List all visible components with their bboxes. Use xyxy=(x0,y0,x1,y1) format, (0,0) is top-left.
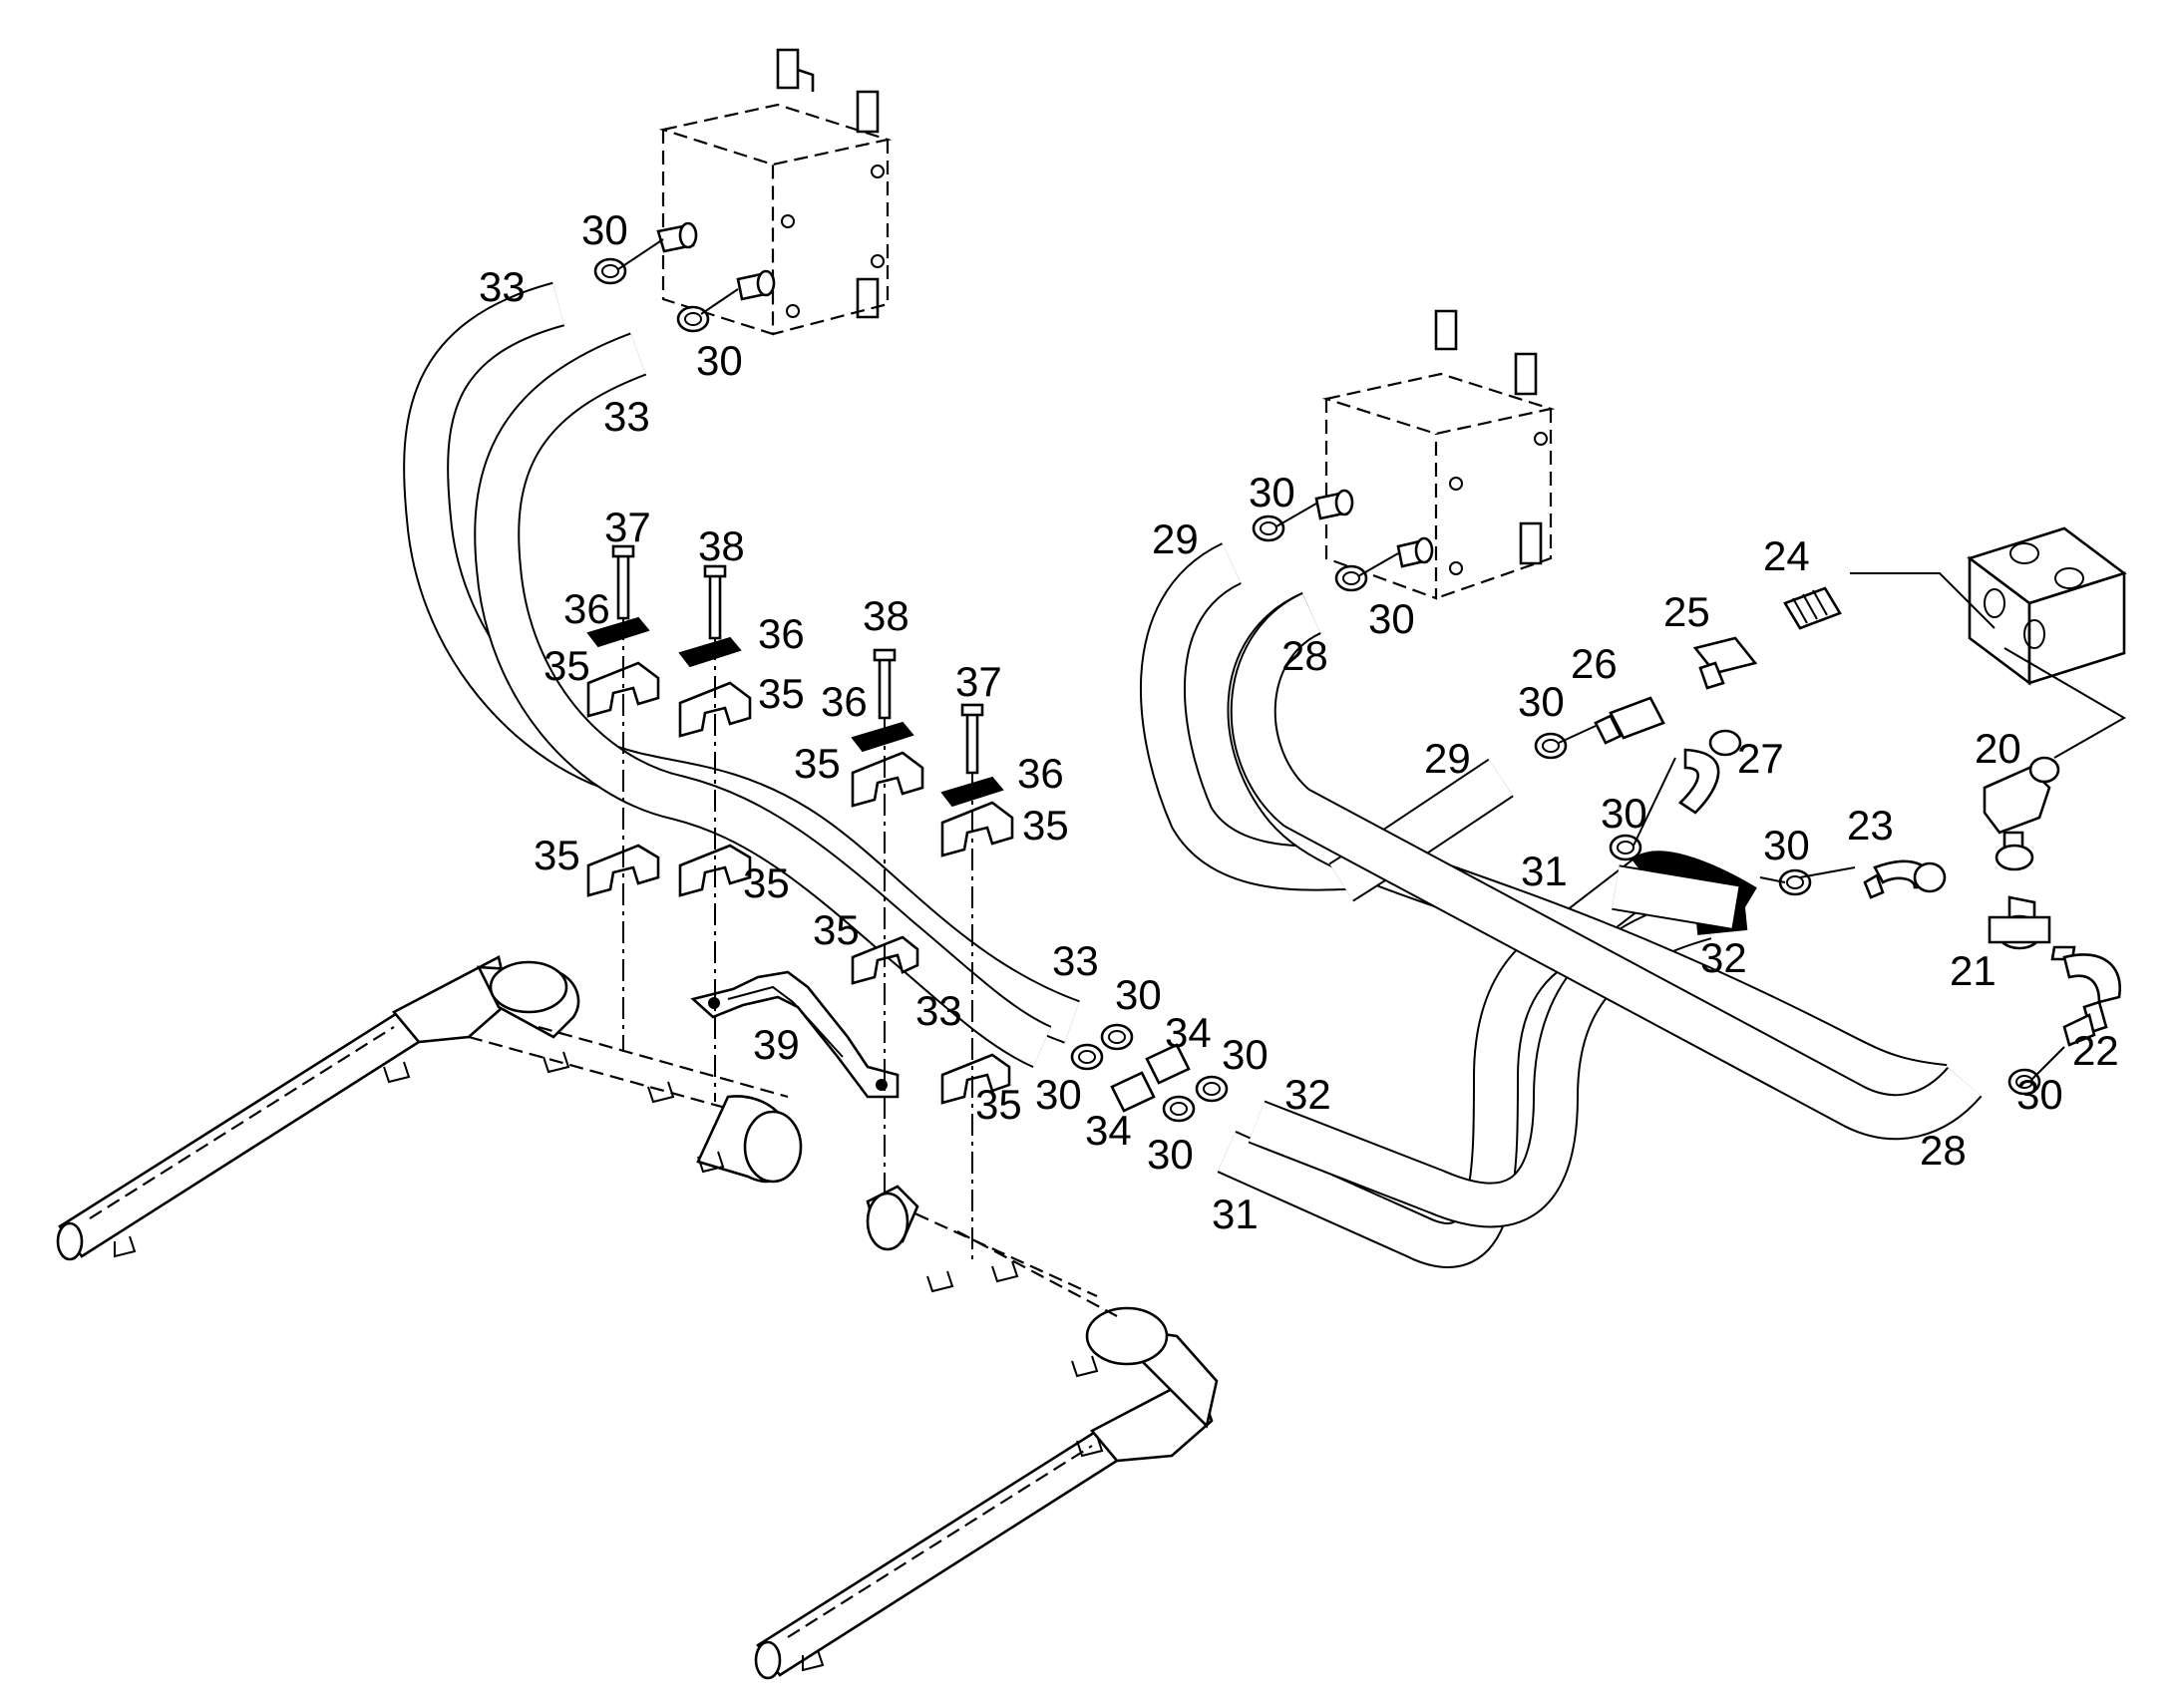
mounting-hardware xyxy=(586,544,1014,1105)
callout-35-b: 35 xyxy=(758,670,805,717)
callout-36-a: 36 xyxy=(563,585,610,632)
callout-35-d: 35 xyxy=(1022,802,1069,849)
callout-38-a: 38 xyxy=(698,522,745,569)
callout-30-k: 30 xyxy=(1763,822,1810,868)
callout-31-b: 31 xyxy=(1521,848,1568,894)
callout-30-h: 30 xyxy=(1368,595,1415,642)
callout-28-b: 28 xyxy=(1920,1127,1967,1174)
callout-21: 21 xyxy=(1950,947,1997,994)
callout-26: 26 xyxy=(1571,640,1618,687)
fittings-right xyxy=(1594,586,2122,1047)
callout-30-e: 30 xyxy=(1222,1031,1269,1078)
callout-39: 39 xyxy=(753,1021,800,1068)
callout-35-c: 35 xyxy=(794,740,841,787)
callout-20: 20 xyxy=(1975,725,2021,772)
callout-37-a: 37 xyxy=(604,504,651,550)
burner-tube-left xyxy=(56,955,803,1261)
callout-22: 22 xyxy=(2072,1027,2119,1074)
callout-34-b: 34 xyxy=(1085,1107,1132,1154)
callout-30-c: 30 xyxy=(1115,971,1162,1018)
callout-24: 24 xyxy=(1763,532,1810,579)
callout-35-a: 35 xyxy=(544,642,590,689)
callout-33-d: 33 xyxy=(915,987,962,1034)
callout-labels: 30 33 30 33 37 38 36 36 35 35 38 37 36 3… xyxy=(479,206,2119,1237)
callout-27: 27 xyxy=(1737,735,1784,782)
callout-35-h: 35 xyxy=(975,1081,1022,1128)
callout-25: 25 xyxy=(1663,588,1710,635)
manifold-block xyxy=(1850,526,2127,759)
callout-23: 23 xyxy=(1847,802,1894,849)
heat-exchanger-box-middle xyxy=(1314,309,1556,600)
callout-36-b: 36 xyxy=(758,610,805,657)
callout-29-b: 29 xyxy=(1424,735,1471,782)
callout-30-f: 30 xyxy=(1147,1131,1194,1178)
callout-33-c: 33 xyxy=(1052,937,1099,984)
bracket-39 xyxy=(690,970,900,1099)
callout-36-c: 36 xyxy=(821,678,868,725)
callout-34-a: 34 xyxy=(1165,1009,1212,1056)
callout-32-a: 32 xyxy=(1284,1071,1331,1118)
callout-33-b: 33 xyxy=(603,393,650,440)
callout-29-a: 29 xyxy=(1152,515,1199,562)
callout-30-b: 30 xyxy=(696,337,743,384)
callout-36-d: 36 xyxy=(1017,750,1064,797)
connectors-34 xyxy=(1110,1043,1191,1113)
callout-35-e: 35 xyxy=(534,832,580,878)
callout-37-b: 37 xyxy=(955,658,1002,705)
callout-30-i: 30 xyxy=(1518,678,1565,725)
callout-30-g: 30 xyxy=(1249,469,1295,515)
hose-28-long xyxy=(1230,592,1983,1141)
alignment-lines xyxy=(622,618,973,1261)
burner-tube-right xyxy=(754,1185,1219,1680)
hose-clamps xyxy=(593,257,2041,1123)
callout-28-a: 28 xyxy=(1281,632,1328,679)
callout-30-l: 30 xyxy=(2016,1071,2063,1118)
callout-38-b: 38 xyxy=(863,592,909,639)
callout-30-j: 30 xyxy=(1601,790,1647,837)
callout-30-d: 30 xyxy=(1035,1071,1082,1118)
leader-lines xyxy=(617,238,2065,1081)
callout-32-b: 32 xyxy=(1700,934,1747,981)
heat-exchanger-box-upper xyxy=(656,48,893,336)
callout-31-a: 31 xyxy=(1212,1191,1259,1237)
callout-33-a: 33 xyxy=(479,263,526,310)
callout-35-f: 35 xyxy=(743,859,790,906)
callout-30-a: 30 xyxy=(581,206,628,253)
callout-35-g: 35 xyxy=(813,906,860,953)
